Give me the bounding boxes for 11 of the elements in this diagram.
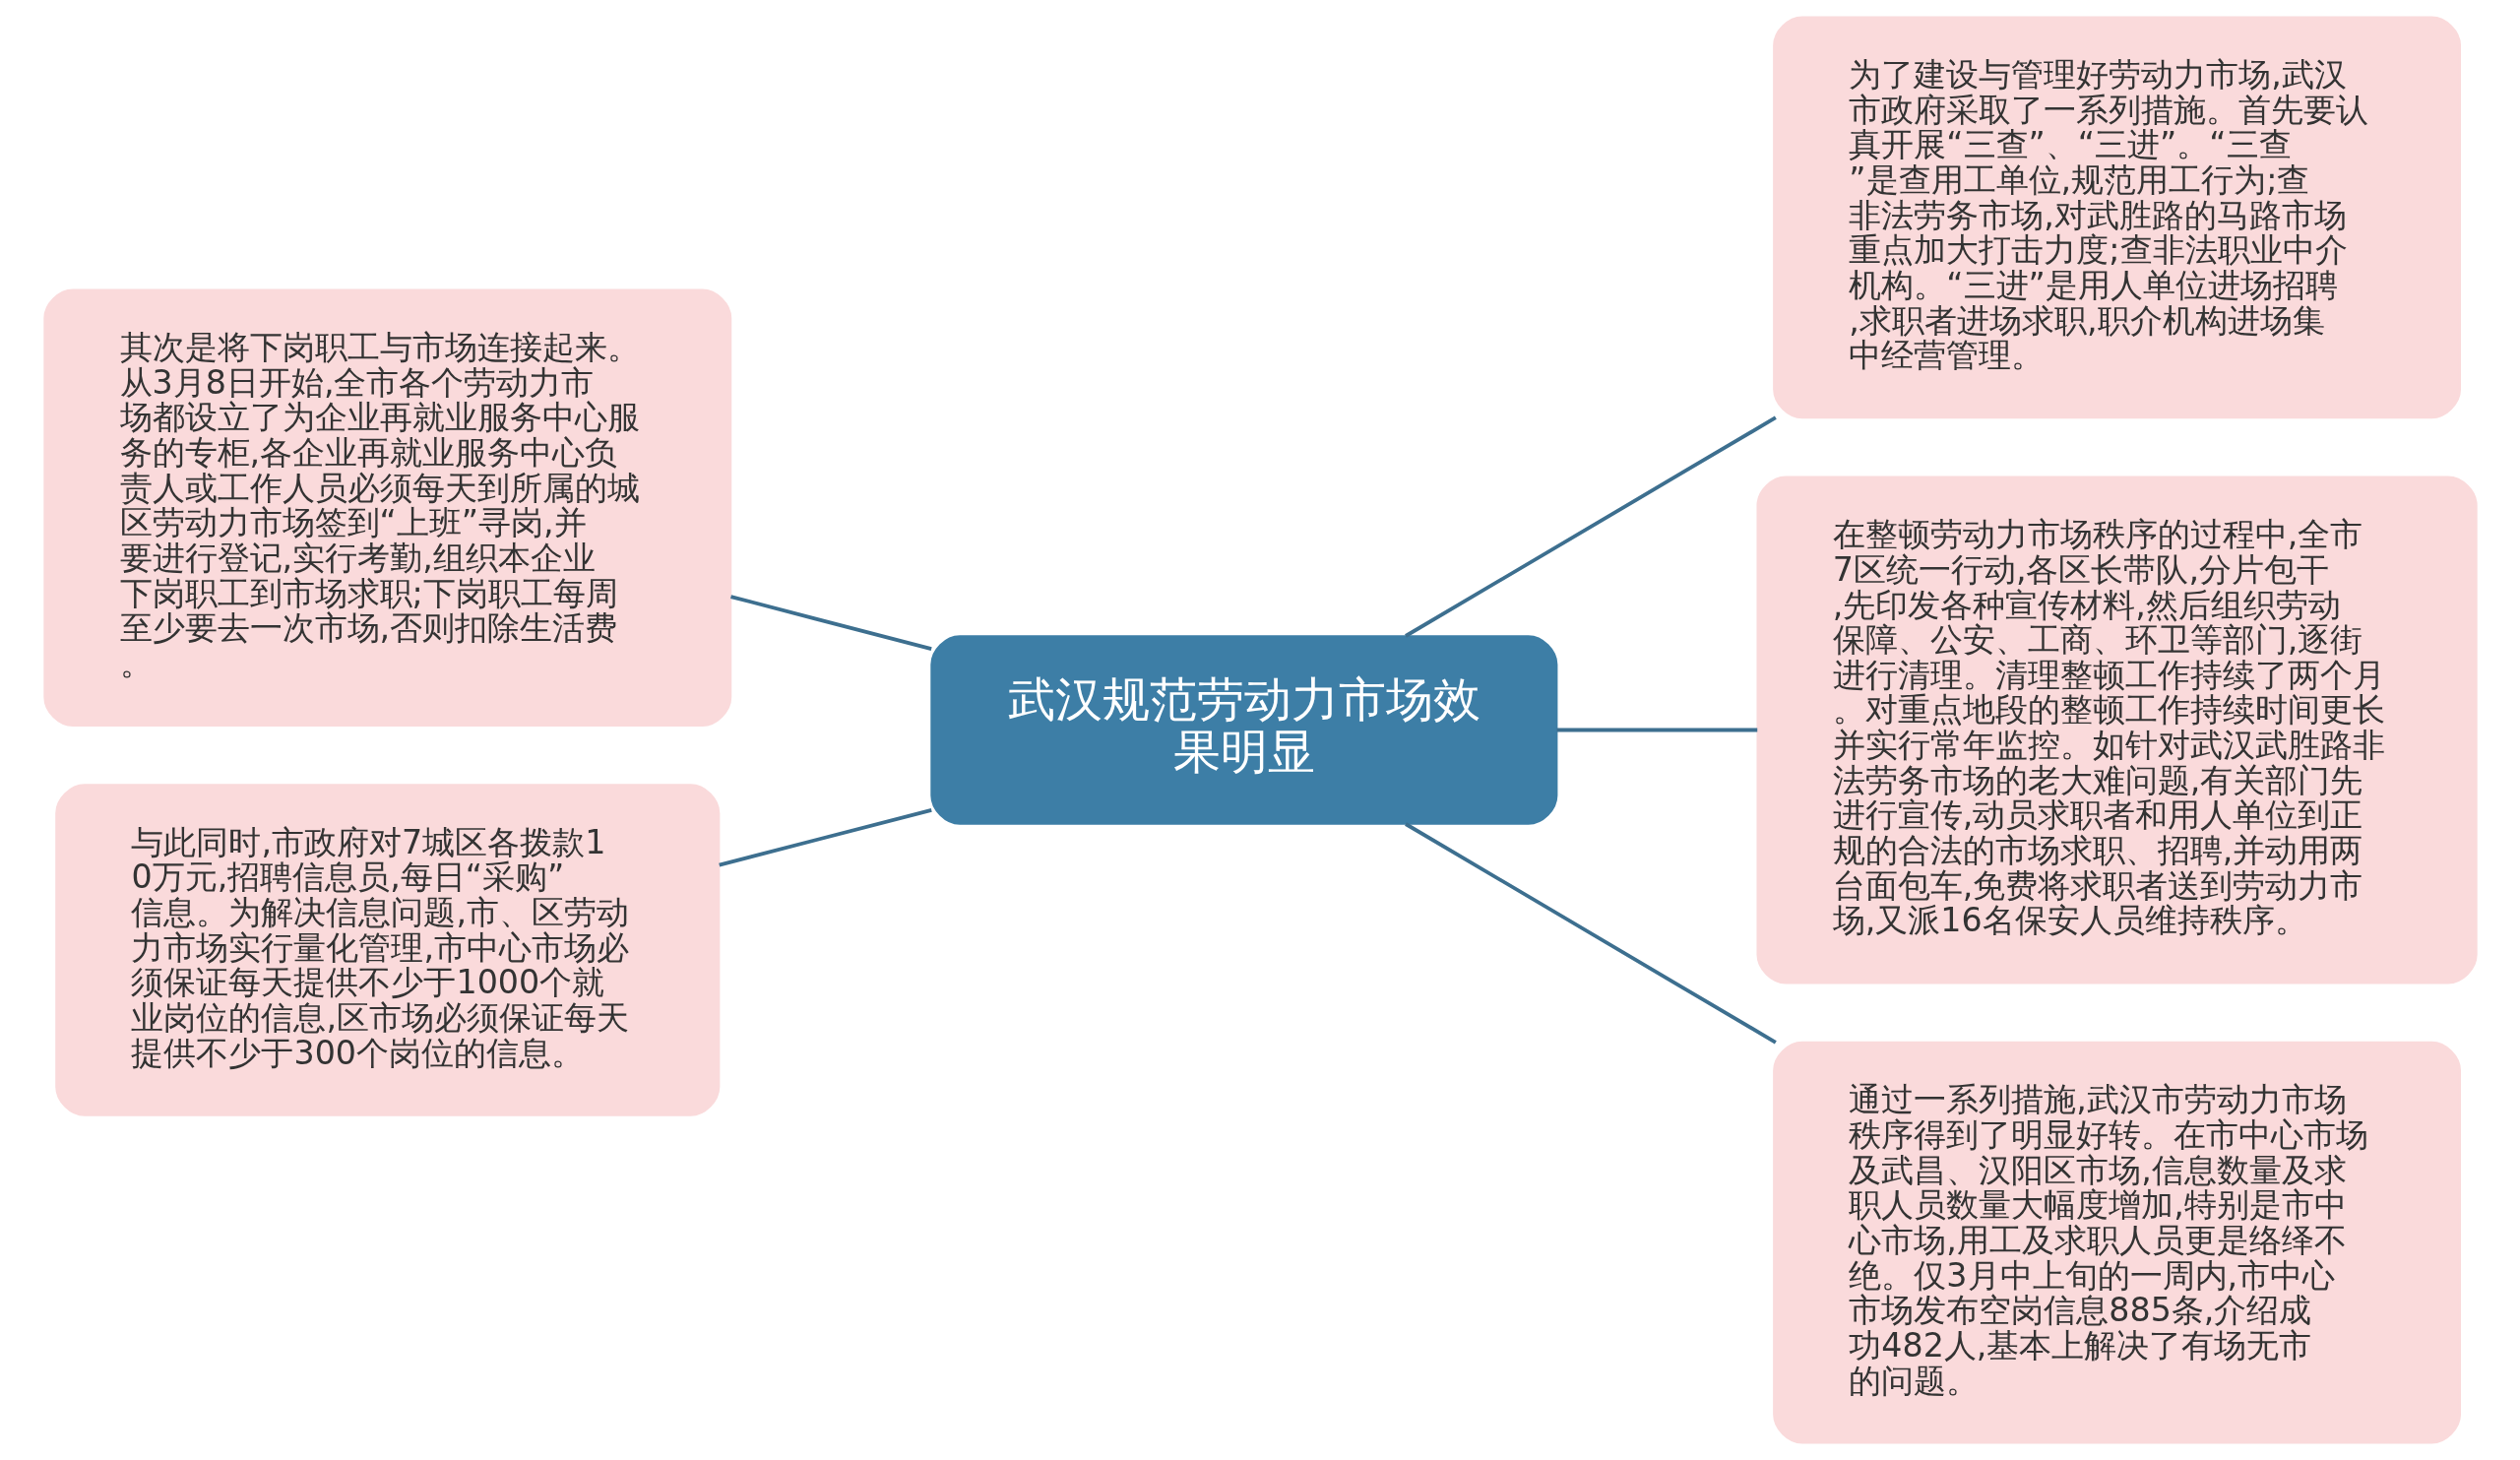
connector — [729, 595, 932, 652]
connector — [1404, 822, 1777, 1045]
node-box: 其次是将下岗职工与市场连接起来。从3月8日开始,全市各个劳动力市场都设立了为企业再就业服务中心服务的专柜,各企业再就业服务中心负责人或工作人员必须每天到所属的城区劳动力市场签到“上班”寻岗,并要进行登记,实行考勤,组织本企业下岗职工到市场求职;下岗职工每周至少要去一次市场,否则扣除生活费。 — [42, 288, 731, 727]
connector — [718, 808, 932, 867]
connector — [1556, 728, 1757, 732]
node-box: 通过一系列措施,武汉市劳动力市场秩序得到了明显好转。在市中心市场及武昌、汉阳区市场,信息数量及求职人员数量大幅度增加,特别是市中心市场,用工及求职人员更是络绎不绝。仅3月中上旬的一周内,市中心市场发布空岗信息885条,介绍成功482人,基本上解决了有场无市的问题。 — [1772, 1041, 2461, 1444]
node-box: 在整顿劳动力市场秩序的过程中,全市7区统一行动,各区长带队,分片包干,先印发各种宣传材料,然后组织劳动保障、公安、工商、环卫等部门,逐街进行清理。清理整顿工作持续了两个月。对重点地段的整顿工作持续时间更长并实行常年监控。如针对武汉武胜路非法劳务市场的老大难问题,有关部门先进行宣传,动员求职者和用人单位到正规的合法的市场求职、招聘,并动用两台面包车,免费将求职者送到劳动力市场,又派16名保安人员维持秩序。 — [1756, 476, 2478, 984]
node-box: 为了建设与管理好劳动力市场,武汉市政府采取了一系列措施。首先要认真开展“三查”、“三进”。“三查”是查用工单位,规范用工行为;查非法劳务市场,对武胜路的马路市场重点加大打击力度;查非法职业中介机构。“三进”是用人单位进场招聘,求职者进场求职,职介机构进场集中经营管理。 — [1772, 16, 2461, 419]
node-box: 武汉规范劳动力市场效果明显 — [929, 635, 1557, 825]
connector — [1404, 415, 1777, 638]
node-box: 与此同时,市政府对7城区各拨款10万元,招聘信息员,每日“采购”信息。为解决信息问题,市、区劳动力市场实行量化管理,市中心市场必须保证每天提供不少于1000个就业岗位的信息,区市场必须保证每天提供不少于300个岗位的信息。 — [54, 784, 720, 1116]
